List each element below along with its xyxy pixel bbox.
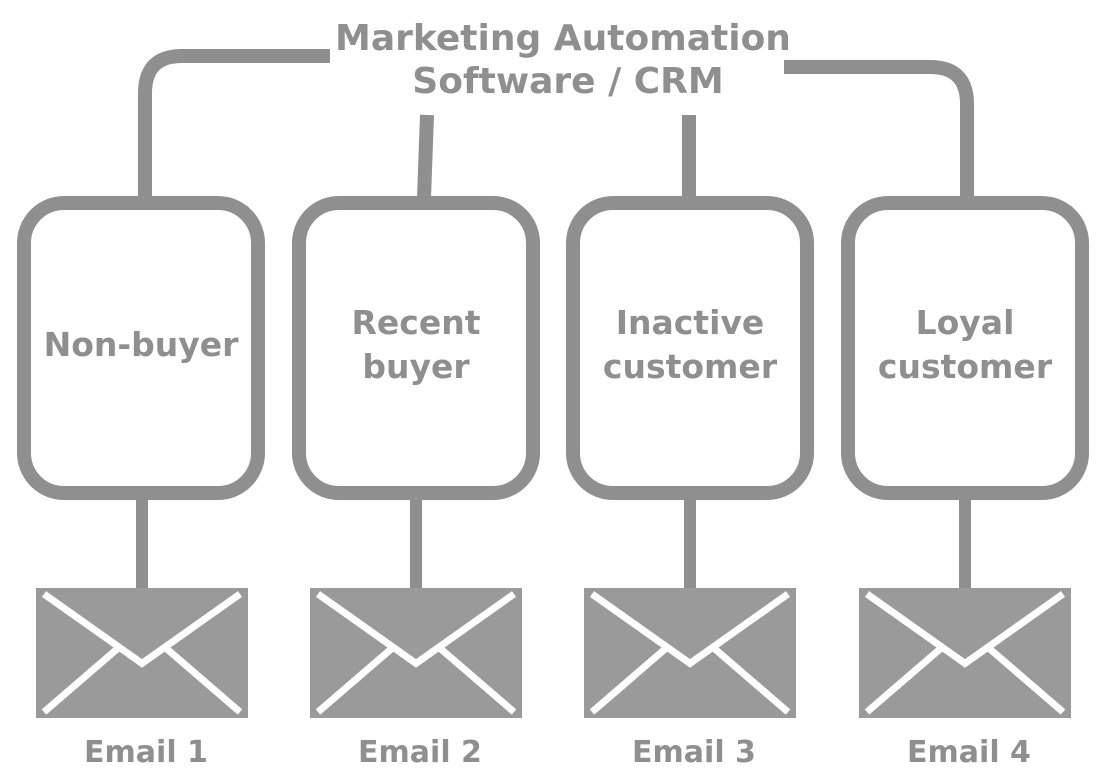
- envelope-icon: [859, 588, 1071, 718]
- segment-box: [292, 196, 540, 500]
- connector-left: [138, 49, 330, 198]
- envelope-flap: [864, 591, 1066, 668]
- email-label: Email 3: [632, 735, 756, 770]
- connector-right: [784, 60, 974, 198]
- segment-label: Recent: [351, 303, 480, 342]
- segment-box: [17, 196, 265, 500]
- email-label: Email 4: [907, 735, 1031, 770]
- envelope-icon: [584, 588, 796, 718]
- envelope-flap: [315, 591, 517, 668]
- segment-label: customer: [878, 347, 1053, 386]
- envelope-fold-left: [315, 643, 397, 715]
- envelope-fold-left: [589, 643, 671, 715]
- connector-second: [417, 114, 434, 199]
- segment-label: Loyal: [916, 303, 1015, 342]
- segment-label: buyer: [362, 347, 470, 386]
- envelope-fold-right: [161, 643, 243, 715]
- envelope-fold-left: [41, 643, 123, 715]
- envelope-fold-right: [435, 643, 517, 715]
- segment-label: Non-buyer: [44, 325, 239, 364]
- segment-label: customer: [603, 347, 778, 386]
- email-label: Email 2: [358, 735, 482, 770]
- envelope-fold-left: [864, 643, 946, 715]
- envelope-icon: [310, 588, 522, 718]
- diagram-title-line-1: Marketing Automation: [335, 18, 791, 59]
- envelope-fold-right: [709, 643, 791, 715]
- envelope-fold-right: [984, 643, 1066, 715]
- envelope-icon: [36, 588, 248, 718]
- diagram-title-line-2: Software / CRM: [412, 61, 723, 102]
- email-label: Email 1: [84, 735, 208, 770]
- segment-box: [841, 196, 1089, 500]
- segment-box: [566, 196, 814, 500]
- envelope-flap: [589, 591, 791, 668]
- segment-label: Inactive: [616, 303, 765, 342]
- title-connectors: [138, 49, 974, 199]
- envelope-flap: [41, 591, 243, 668]
